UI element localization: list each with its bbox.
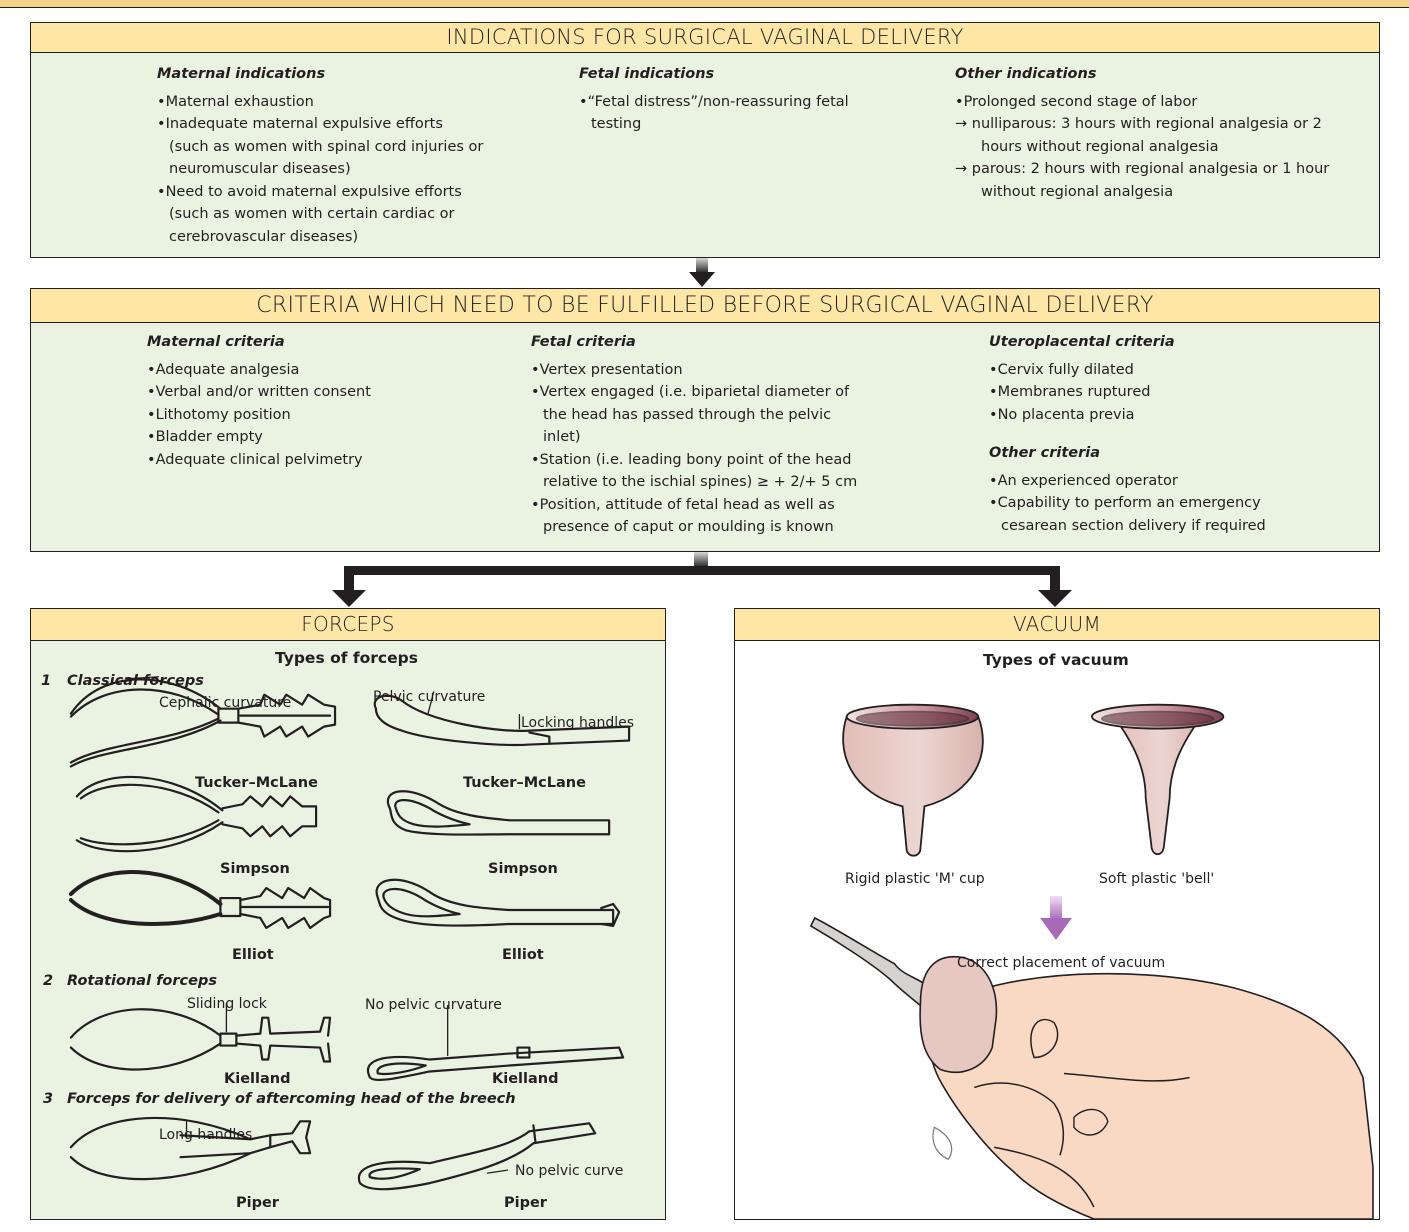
bell-cup-illustration: [1092, 705, 1224, 855]
top-band: [0, 0, 1409, 8]
tucker-mclane-side-illustration: [71, 679, 335, 766]
other-criteria-heading: Other criteria: [989, 442, 1299, 465]
no-pelvic-curve-label: No pelvic curve: [515, 1163, 623, 1179]
group-3-number: 3: [43, 1091, 53, 1107]
piper-front-illustration: [359, 1123, 595, 1189]
cephalic-curvature-label: Cephalic curvature: [159, 695, 291, 711]
maternal-indications-heading: Maternal indications: [157, 63, 487, 86]
list-item: An experienced operator: [989, 470, 1299, 493]
criteria-title: CRITERIA WHICH NEED TO BE FULFILLED BEFO…: [31, 289, 1379, 323]
list-item: “Fetal distress”/non-reassuring fetal te…: [579, 91, 899, 136]
list-item: Adequate analgesia: [147, 359, 417, 382]
list-item: parous: 2 hours with regional analgesia …: [955, 158, 1360, 203]
split-arrow: [332, 552, 1072, 607]
list-item: Vertex presentation: [531, 359, 871, 382]
group-3-label: Forceps for delivery of aftercoming head…: [67, 1091, 516, 1107]
types-of-vacuum-heading: Types of vacuum: [983, 651, 1129, 669]
simpson-front-illustration: [388, 791, 609, 834]
elliot-front-illustration: [377, 880, 620, 926]
elliot-front-name: Elliot: [502, 947, 544, 963]
maternal-indications: Maternal indications Maternal exhaustion…: [157, 63, 487, 248]
list-item: Cervix fully dilated: [989, 359, 1299, 382]
list-item: Inadequate maternal expulsive efforts (s…: [157, 113, 487, 181]
list-item: No placenta previa: [989, 404, 1299, 427]
list-item: Lithotomy position: [147, 404, 417, 427]
kielland-front-name: Kielland: [492, 1071, 558, 1087]
m-cup-illustration: [843, 705, 983, 856]
placement-label: Correct placement of vacuum: [957, 955, 1165, 971]
vacuum-illustrations: [735, 609, 1379, 1219]
indications-panel: INDICATIONS FOR SURGICAL VAGINAL DELIVER…: [30, 22, 1380, 258]
kielland-side-illustration: [71, 1009, 330, 1069]
list-item: Prolonged second stage of labor: [955, 91, 1360, 114]
bell-cup-label: Soft plastic 'bell': [1099, 871, 1214, 887]
group-2-label: Rotational forceps: [67, 973, 217, 989]
fetal-indications: Fetal indications “Fetal distress”/non-r…: [579, 63, 899, 136]
piper-front-name: Piper: [504, 1195, 547, 1211]
m-cup-label: Rigid plastic 'M' cup: [845, 871, 985, 887]
kielland-side-name: Kielland: [224, 1071, 290, 1087]
vacuum-panel: VACUUM: [734, 608, 1380, 1220]
fetal-indications-heading: Fetal indications: [579, 63, 899, 86]
uteroplacental-criteria: Uteroplacental criteria Cervix fully dil…: [989, 331, 1299, 537]
tucker-mclane-front-name: Tucker–McLane: [463, 775, 586, 791]
down-arrow-1: [689, 258, 715, 287]
no-pelvic-curvature-label: No pelvic curvature: [365, 997, 502, 1013]
pelvic-curvature-label: Pelvic curvature: [373, 689, 485, 705]
purple-down-arrow: [1040, 896, 1072, 940]
list-item: nulliparous: 3 hours with regional analg…: [955, 113, 1360, 158]
list-item: Capability to perform an emergency cesar…: [989, 492, 1299, 537]
list-item: Vertex engaged (i.e. biparietal diameter…: [531, 381, 871, 449]
tucker-mclane-side-name: Tucker–McLane: [195, 775, 318, 791]
group-2-number: 2: [43, 973, 53, 989]
locking-handles-label: Locking handles: [521, 715, 634, 731]
fetal-criteria-heading: Fetal criteria: [531, 331, 871, 354]
sliding-lock-label: Sliding lock: [187, 996, 267, 1012]
long-handles-label: Long handles: [159, 1127, 252, 1143]
list-item: Maternal exhaustion: [157, 91, 487, 114]
list-item: Membranes ruptured: [989, 381, 1299, 404]
list-item: Adequate clinical pelvimetry: [147, 449, 417, 472]
list-item: Position, attitude of fetal head as well…: [531, 494, 871, 539]
group-1-label: Classical forceps: [67, 673, 204, 689]
maternal-criteria-heading: Maternal criteria: [147, 331, 417, 354]
uteroplacental-criteria-heading: Uteroplacental criteria: [989, 331, 1299, 354]
list-item: Verbal and/or written consent: [147, 381, 417, 404]
maternal-criteria: Maternal criteria Adequate analgesia Ver…: [147, 331, 417, 471]
simpson-front-name: Simpson: [488, 861, 558, 877]
list-item: Need to avoid maternal expulsive efforts…: [157, 181, 487, 249]
list-item: Bladder empty: [147, 426, 417, 449]
other-indications: Other indications Prolonged second stage…: [955, 63, 1360, 203]
indications-title: INDICATIONS FOR SURGICAL VAGINAL DELIVER…: [31, 23, 1379, 53]
elliot-side-name: Elliot: [232, 947, 274, 963]
types-of-forceps-heading: Types of forceps: [275, 649, 418, 667]
simpson-side-name: Simpson: [220, 861, 290, 877]
piper-side-name: Piper: [236, 1195, 279, 1211]
fetal-criteria: Fetal criteria Vertex presentation Verte…: [531, 331, 871, 539]
criteria-panel: CRITERIA WHICH NEED TO BE FULFILLED BEFO…: [30, 288, 1380, 552]
elliot-side-illustration: [71, 872, 330, 928]
other-indications-heading: Other indications: [955, 63, 1360, 86]
forceps-illustrations: [31, 609, 665, 1219]
group-1-number: 1: [41, 673, 51, 689]
list-item: Station (i.e. leading bony point of the …: [531, 449, 871, 494]
forceps-panel: FORCEPS: [30, 608, 666, 1220]
